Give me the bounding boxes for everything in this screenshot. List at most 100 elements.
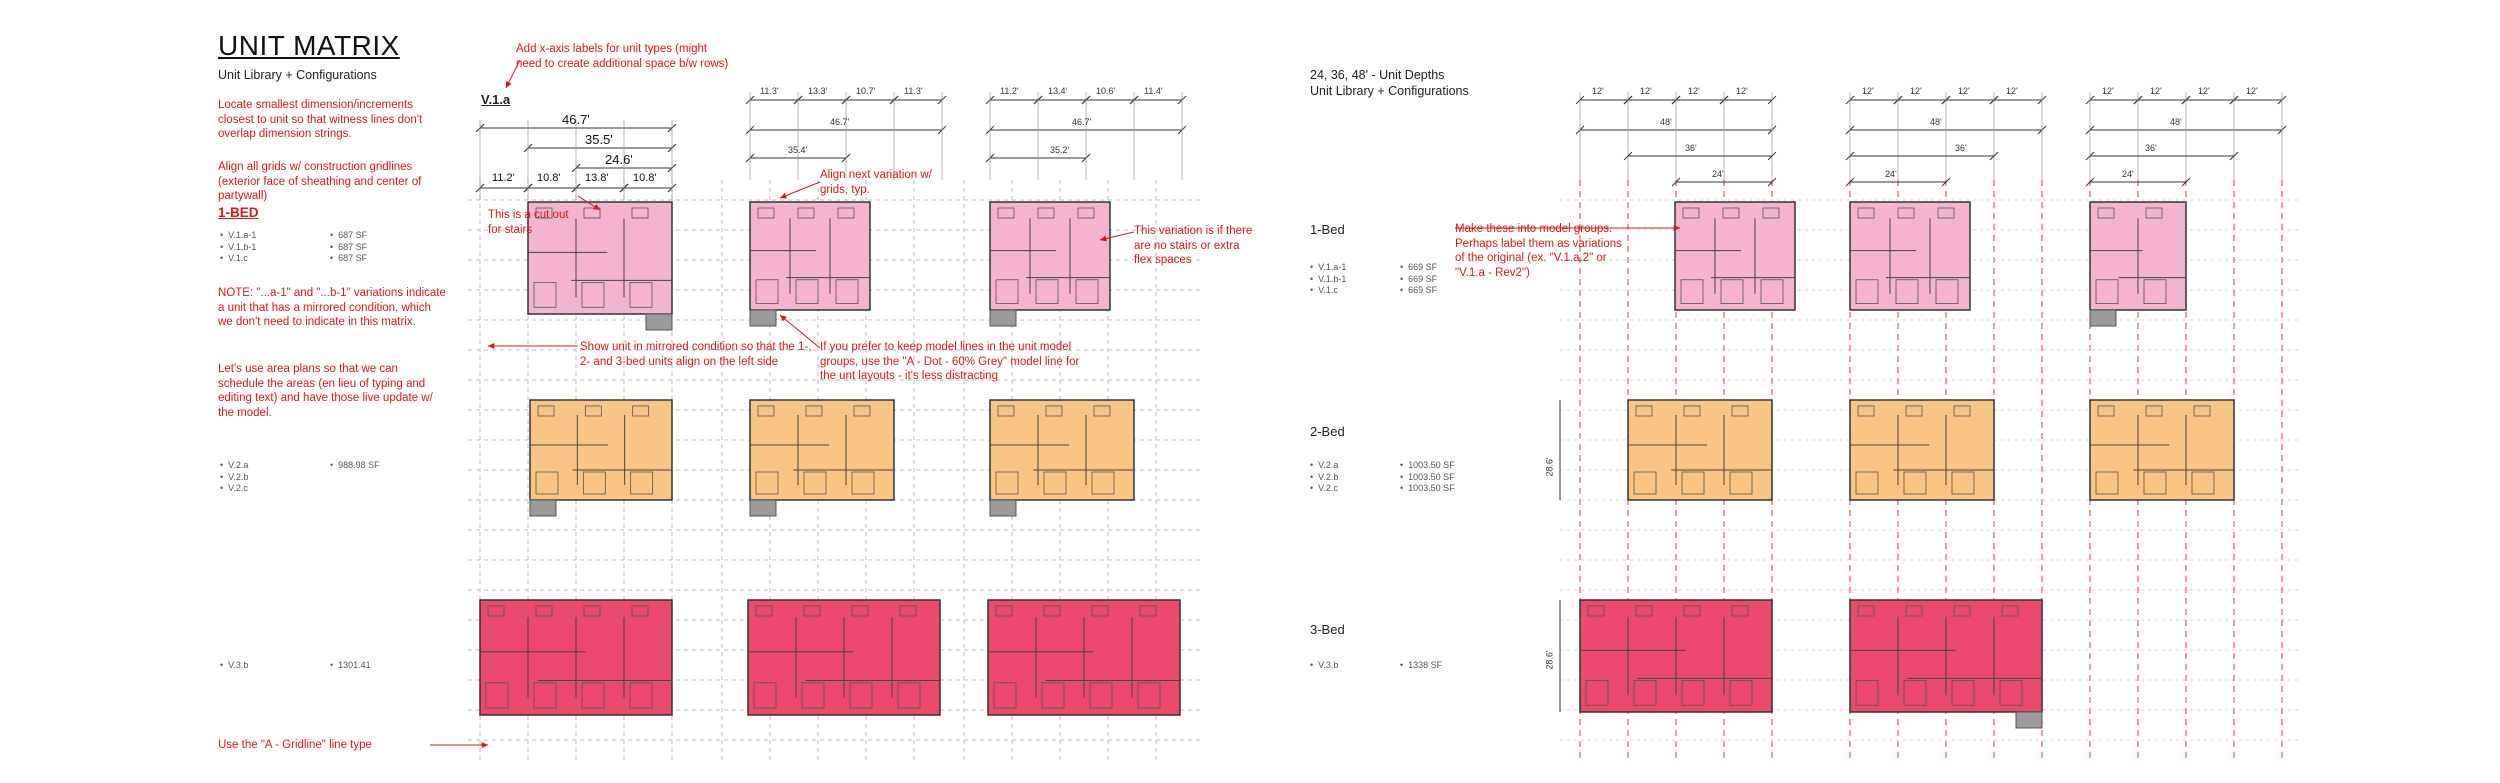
right-title: 24, 36, 48' - Unit Depths: [1310, 68, 1445, 82]
right-area-list-1bed: • 669 SF • 669 SF • 669 SF: [1400, 262, 1438, 295]
dim-r-b-4: 12': [2006, 86, 2018, 96]
area-list-3bed: • 1301.41: [330, 660, 371, 670]
dim-r-c-36: 36': [2145, 143, 2157, 153]
note-area-plans: Let's use area plans so that we can sche…: [218, 363, 433, 419]
dim-r-b-1: 12': [1862, 86, 1874, 96]
arrow-mirrored-condition-head: [488, 342, 495, 350]
arrow-no-stairs-head: [1100, 235, 1107, 242]
right-area-list-3bed: • 1338 SF: [1400, 660, 1443, 670]
dim-line-r-24-tick: [2085, 177, 2095, 187]
dim-line-r-36-tick: [1623, 151, 1633, 161]
arrow-stair-cutout-head: [593, 204, 600, 210]
note-dimension-increments: Locate smallest dimension/increments clo…: [218, 99, 423, 140]
row-label-2bed: 2-Bed: [1310, 424, 1345, 439]
dim-r-b-24: 24': [1885, 169, 1897, 179]
dim-b-2: 13.3': [808, 86, 828, 96]
note-mirrored-variations: NOTE: "...a-1" and "...b-1" variations i…: [218, 287, 446, 328]
right-unit-list-1bed: • V.1.a-1 • V.1.b-1 • V.1.c: [1310, 262, 1347, 295]
unit-list-3bed: • V.3.b: [220, 660, 249, 670]
unit-plan-r-1bed-a: [1674, 201, 1796, 311]
row-label-1bed: 1-Bed: [1310, 222, 1345, 237]
dim-line-r-36-tick: [1989, 151, 1999, 161]
unit-plan-r-3bed-a: [1579, 599, 1773, 713]
dim-b-overall: 46.7': [830, 117, 850, 127]
unit-plan-3bed-b: [747, 599, 941, 716]
unit-plan-2bed-c: [989, 399, 1135, 517]
arrow-align-variation-head: [780, 192, 787, 199]
callout-model-groups: Make these into model groups. Perhaps la…: [1455, 223, 1622, 279]
right-unit-list-2bed: • V.2.a • V.2.b • V.2.c: [1310, 460, 1339, 493]
dim-a-inner: 24.6': [605, 152, 633, 167]
dim-b-1: 11.3': [760, 86, 779, 96]
arrow-gridline-type-head: [481, 741, 488, 749]
arrow-model-lines: [779, 314, 821, 349]
dim-c-mid: 35.2': [1050, 145, 1070, 155]
dim-line-r-24-tick: [1767, 177, 1777, 187]
dim-r-a-3: 12': [1688, 86, 1700, 96]
dim-line-r-24-tick: [2181, 177, 2191, 187]
unit-plan-r-2bed-a: [1627, 399, 1773, 501]
unit-plan-3bed-c: [987, 599, 1181, 716]
dim-b-mid: 35.4': [788, 145, 808, 155]
unit-list-2bed: • V.2.a • V.2.b • V.2.c: [220, 460, 249, 493]
dim-r-b-48: 48': [1930, 117, 1942, 127]
dim-r-a-36: 36': [1685, 143, 1697, 153]
right-unit-list-3bed: • V.3.b: [1310, 660, 1339, 670]
dim-line-r-36-tick: [2229, 151, 2239, 161]
callout-no-stairs: This variation is if there are no stairs…: [1134, 225, 1253, 266]
arrow-align-variation: [779, 181, 821, 199]
unit-plan-1bed-b: [749, 201, 871, 327]
dim-r-c-4: 12': [2246, 86, 2258, 96]
dim-r-c-2: 12': [2150, 86, 2162, 96]
unit-plan-1bed-c: [989, 201, 1111, 327]
dim-b-3: 10.7': [856, 86, 876, 96]
dim-r-b-3: 12': [1958, 86, 1970, 96]
dim-c-4: 11.4': [1144, 86, 1163, 96]
dim-r-vertical-2bed: 28.6': [1544, 457, 1555, 477]
callout-stair-cutout: This is a cut out for stairs: [488, 209, 569, 236]
dim-r-b-2: 12': [1910, 86, 1922, 96]
unit-plan-r-1bed-b: [1849, 201, 1971, 311]
page-title: UNIT MATRIX: [218, 30, 400, 61]
page-subtitle: Unit Library + Configurations: [218, 68, 377, 82]
unit-plan-r-2bed-c: [2089, 399, 2235, 501]
row-label-3bed: 3-Bed: [1310, 622, 1345, 637]
arrow-model-groups-head: [1673, 224, 1680, 232]
dim-r-c-24: 24': [2122, 169, 2134, 179]
dim-c-1: 11.2': [1000, 86, 1019, 96]
dim-r-a-4: 12': [1736, 86, 1748, 96]
dim-r-a-24: 24': [1712, 169, 1724, 179]
dim-r-c-3: 12': [2198, 86, 2210, 96]
dim-line-r-36-tick: [2085, 151, 2095, 161]
dim-r-c-48: 48': [2170, 117, 2182, 127]
dim-r-a-2: 12': [1640, 86, 1652, 96]
section-heading-1bed: 1-BED: [218, 205, 259, 220]
dim-line-r-36-tick: [1845, 151, 1855, 161]
callout-mirrored-condition: Show unit in mirrored condition so that …: [580, 341, 812, 368]
unit-plan-r-3bed-b: [1849, 599, 2043, 729]
dim-r-a-1: 12': [1592, 86, 1604, 96]
dim-a-2: 10.8': [537, 172, 561, 184]
unit-plan-r-1bed-c: [2089, 201, 2187, 327]
dim-r-b-36: 36': [1955, 143, 1967, 153]
callout-model-lines: If you prefer to keep model lines in the…: [820, 341, 1080, 382]
dim-r-vertical-3bed: 28.6': [1544, 650, 1555, 670]
unit-plan-1bed-a: [527, 201, 673, 331]
note-align-grids: Align all grids w/ construction gridline…: [218, 161, 422, 202]
right-area-list-2bed: • 1003.50 SF • 1003.50 SF • 1003.50 SF: [1400, 460, 1455, 493]
area-list-2bed: • 988.98 SF: [330, 460, 380, 470]
arrow-model-lines-head: [780, 315, 787, 322]
dim-a-overall: 46.7': [562, 112, 590, 127]
dim-a-1: 11.2': [492, 172, 515, 184]
variation-label: V.1.a: [481, 92, 511, 107]
arrow-x-axis-labels-head: [506, 81, 512, 88]
dim-line-r-24-tick: [1941, 177, 1951, 187]
dim-line-r-36-tick: [1767, 151, 1777, 161]
dim-a-3: 13.8': [585, 172, 609, 184]
dim-c-3: 10.6': [1096, 86, 1116, 96]
unit-plan-2bed-b: [749, 399, 895, 517]
dim-c-2: 13.4': [1048, 86, 1068, 96]
dim-c-overall: 46.7': [1072, 117, 1092, 127]
unit-plan-2bed-a: [529, 399, 673, 517]
